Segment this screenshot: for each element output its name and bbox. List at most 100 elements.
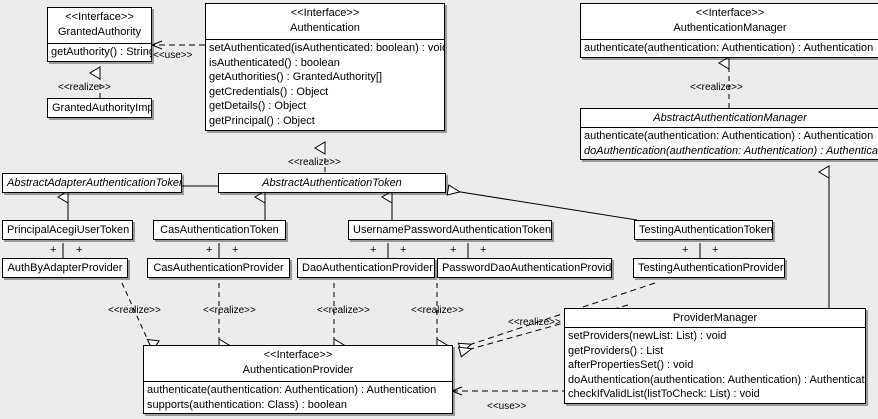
class-password-dao-authentication-provider[interactable]: PasswordDaoAuthenticationProvider xyxy=(437,258,612,278)
class-name: PrincipalAcegiUserToken xyxy=(7,224,130,236)
class-header: AbstractAuthenticationManager xyxy=(581,109,878,127)
assoc-marker-plus: + xyxy=(370,244,377,256)
edge-generalize-testing-token xyxy=(448,190,638,221)
edge-label-realize-testing-provider: <<realize>> xyxy=(508,317,561,328)
edge-label-use-provider-manager: <<use>> xyxy=(487,401,527,412)
class-member: authenticate(authentication: Authenticat… xyxy=(584,130,874,142)
edge-label-realize-password-dao-provider: <<realize>> xyxy=(411,305,464,316)
class-header: <<Interface>> AuthenticationProvider xyxy=(144,346,452,381)
class-principal-acegi-user-token[interactable]: PrincipalAcegiUserToken xyxy=(2,220,133,240)
class-member: getDetails() : Object xyxy=(209,100,307,113)
class-name: ProviderManager xyxy=(672,312,758,324)
class-header: PasswordDaoAuthenticationProvider xyxy=(438,259,611,277)
class-member: doAuthentication(authentication: Authent… xyxy=(568,373,866,386)
class-header: AuthByAdapterProvider xyxy=(3,259,127,277)
class-authentication-provider[interactable]: <<Interface>> AuthenticationProvider aut… xyxy=(143,345,453,415)
class-header: GrantedAuthorityImpl xyxy=(48,99,151,117)
edge-label-use-granted-authority: <<use>> xyxy=(153,50,193,61)
class-member: supports(authentication: Class) : boolea… xyxy=(147,398,347,411)
class-authentication[interactable]: <<Interface>> Authentication setAuthenti… xyxy=(205,3,445,131)
edge-label-realize-auth-by-adapter: <<realize>> xyxy=(108,305,161,316)
class-header: CasAuthenticationProvider xyxy=(148,259,289,277)
class-authentication-manager[interactable]: <<Interface>> AuthenticationManager auth… xyxy=(580,3,878,58)
class-name: DaoAuthenticationProvider xyxy=(302,262,433,274)
class-header: CasAuthenticationToken xyxy=(154,221,285,239)
assoc-marker-plus: + xyxy=(480,244,487,256)
class-header: ProviderManager xyxy=(565,309,865,327)
class-cas-authentication-token[interactable]: CasAuthenticationToken xyxy=(153,220,286,240)
class-member: getAuthorities() : GrantedAuthority[] xyxy=(209,71,383,84)
assoc-marker-plus: + xyxy=(50,244,57,256)
class-member: afterPropertiesSet() : void xyxy=(568,359,694,372)
class-name: Authentication xyxy=(290,22,360,34)
class-member: authenticate(authentication: Authenticat… xyxy=(584,42,874,54)
class-name: CasAuthenticationProvider xyxy=(153,262,284,274)
assoc-marker-plus: + xyxy=(682,244,689,256)
class-header: TestingAuthenticationProvider xyxy=(634,259,784,277)
class-member: getPrincipal() : Object xyxy=(209,114,315,127)
class-name: CasAuthenticationToken xyxy=(160,224,279,236)
class-header: PrincipalAcegiUserToken xyxy=(3,221,132,239)
assoc-marker-plus: + xyxy=(206,244,213,256)
class-members: authenticate(authentication: Authenticat… xyxy=(581,127,878,159)
class-member: getProviders() : List xyxy=(568,344,664,357)
class-member: getAuthority() : String xyxy=(51,46,152,58)
class-header: UsernamePasswordAuthenticationToken xyxy=(349,221,551,239)
class-abstract-authentication-token[interactable]: AbstractAuthenticationToken xyxy=(218,173,446,193)
class-member: doAuthentication(authentication: Authent… xyxy=(584,144,878,157)
class-stereotype: <<Interface>> xyxy=(65,11,134,23)
class-name: TestingAuthenticationToken xyxy=(639,224,773,236)
edge-label-realize-cas-provider: <<realize>> xyxy=(203,305,256,316)
assoc-marker-plus: + xyxy=(450,244,457,256)
class-members: authenticate(authentication: Authenticat… xyxy=(581,39,878,57)
assoc-marker-plus: + xyxy=(712,244,719,256)
class-members: getAuthority() : String xyxy=(48,43,151,61)
class-testing-authentication-token[interactable]: TestingAuthenticationToken xyxy=(634,220,773,240)
class-abstract-adapter-authentication-token[interactable]: AbstractAdapterAuthenticationToken xyxy=(2,173,182,193)
class-stereotype: <<Interface>> xyxy=(290,7,360,19)
class-name: GrantedAuthority xyxy=(57,26,142,38)
class-header: <<Interface>> GrantedAuthority xyxy=(48,8,151,43)
class-username-password-authentication-token[interactable]: UsernamePasswordAuthenticationToken xyxy=(348,220,552,240)
edge-label-realize-granted-authority-impl: <<realize>> xyxy=(58,82,111,93)
class-member: setProviders(newList: List) : void xyxy=(568,330,727,342)
class-testing-authentication-provider[interactable]: TestingAuthenticationProvider xyxy=(633,258,785,278)
class-name: PasswordDaoAuthenticationProvider xyxy=(442,262,612,274)
class-provider-manager[interactable]: ProviderManager setProviders(newList: Li… xyxy=(564,308,866,404)
class-members: setProviders(newList: List) : void getPr… xyxy=(565,327,865,403)
class-name: AbstractAuthenticationToken xyxy=(262,177,402,189)
assoc-marker-plus: + xyxy=(232,244,239,256)
class-members: authenticate(authentication: Authenticat… xyxy=(144,381,452,413)
assoc-marker-plus: + xyxy=(400,244,407,256)
class-abstract-authentication-manager[interactable]: AbstractAuthenticationManager authentica… xyxy=(580,108,878,161)
class-dao-authentication-provider[interactable]: DaoAuthenticationProvider xyxy=(297,258,435,278)
class-granted-authority-impl[interactable]: GrantedAuthorityImpl xyxy=(47,98,152,118)
class-name: AuthenticationManager xyxy=(673,22,787,34)
class-cas-authentication-provider[interactable]: CasAuthenticationProvider xyxy=(147,258,290,278)
class-stereotype: <<Interface>> xyxy=(263,349,333,361)
class-header: <<Interface>> AuthenticationManager xyxy=(581,4,878,39)
class-members: setAuthenticated(isAuthenticated: boolea… xyxy=(206,39,444,130)
class-name: AuthenticationProvider xyxy=(242,364,354,376)
class-member: setAuthenticated(isAuthenticated: boolea… xyxy=(209,42,445,54)
class-member: getCredentials() : Object xyxy=(209,85,329,98)
class-auth-by-adapter-provider[interactable]: AuthByAdapterProvider xyxy=(2,258,128,278)
class-header: AbstractAdapterAuthenticationToken xyxy=(3,174,181,192)
class-header: DaoAuthenticationProvider xyxy=(298,259,434,277)
class-stereotype: <<Interface>> xyxy=(695,7,765,19)
class-member: isAuthenticated() : boolean xyxy=(209,56,340,69)
class-header: <<Interface>> Authentication xyxy=(206,4,444,39)
class-member: authenticate(authentication: Authenticat… xyxy=(147,384,437,396)
class-granted-authority[interactable]: <<Interface>> GrantedAuthority getAuthor… xyxy=(47,7,152,62)
class-header: TestingAuthenticationToken xyxy=(635,221,772,239)
class-name: GrantedAuthorityImpl xyxy=(52,102,152,114)
class-name: UsernamePasswordAuthenticationToken xyxy=(353,224,552,236)
class-name: AuthByAdapterProvider xyxy=(7,262,123,274)
edge-label-realize-authentication-manager: <<realize>> xyxy=(690,82,743,93)
class-member: checkIfValidList(listToCheck: List) : vo… xyxy=(568,388,760,401)
class-name: AbstractAdapterAuthenticationToken xyxy=(7,177,182,189)
edge-label-realize-dao-provider: <<realize>> xyxy=(317,305,370,316)
assoc-marker-plus: + xyxy=(76,244,83,256)
class-name: TestingAuthenticationProvider xyxy=(638,262,784,274)
